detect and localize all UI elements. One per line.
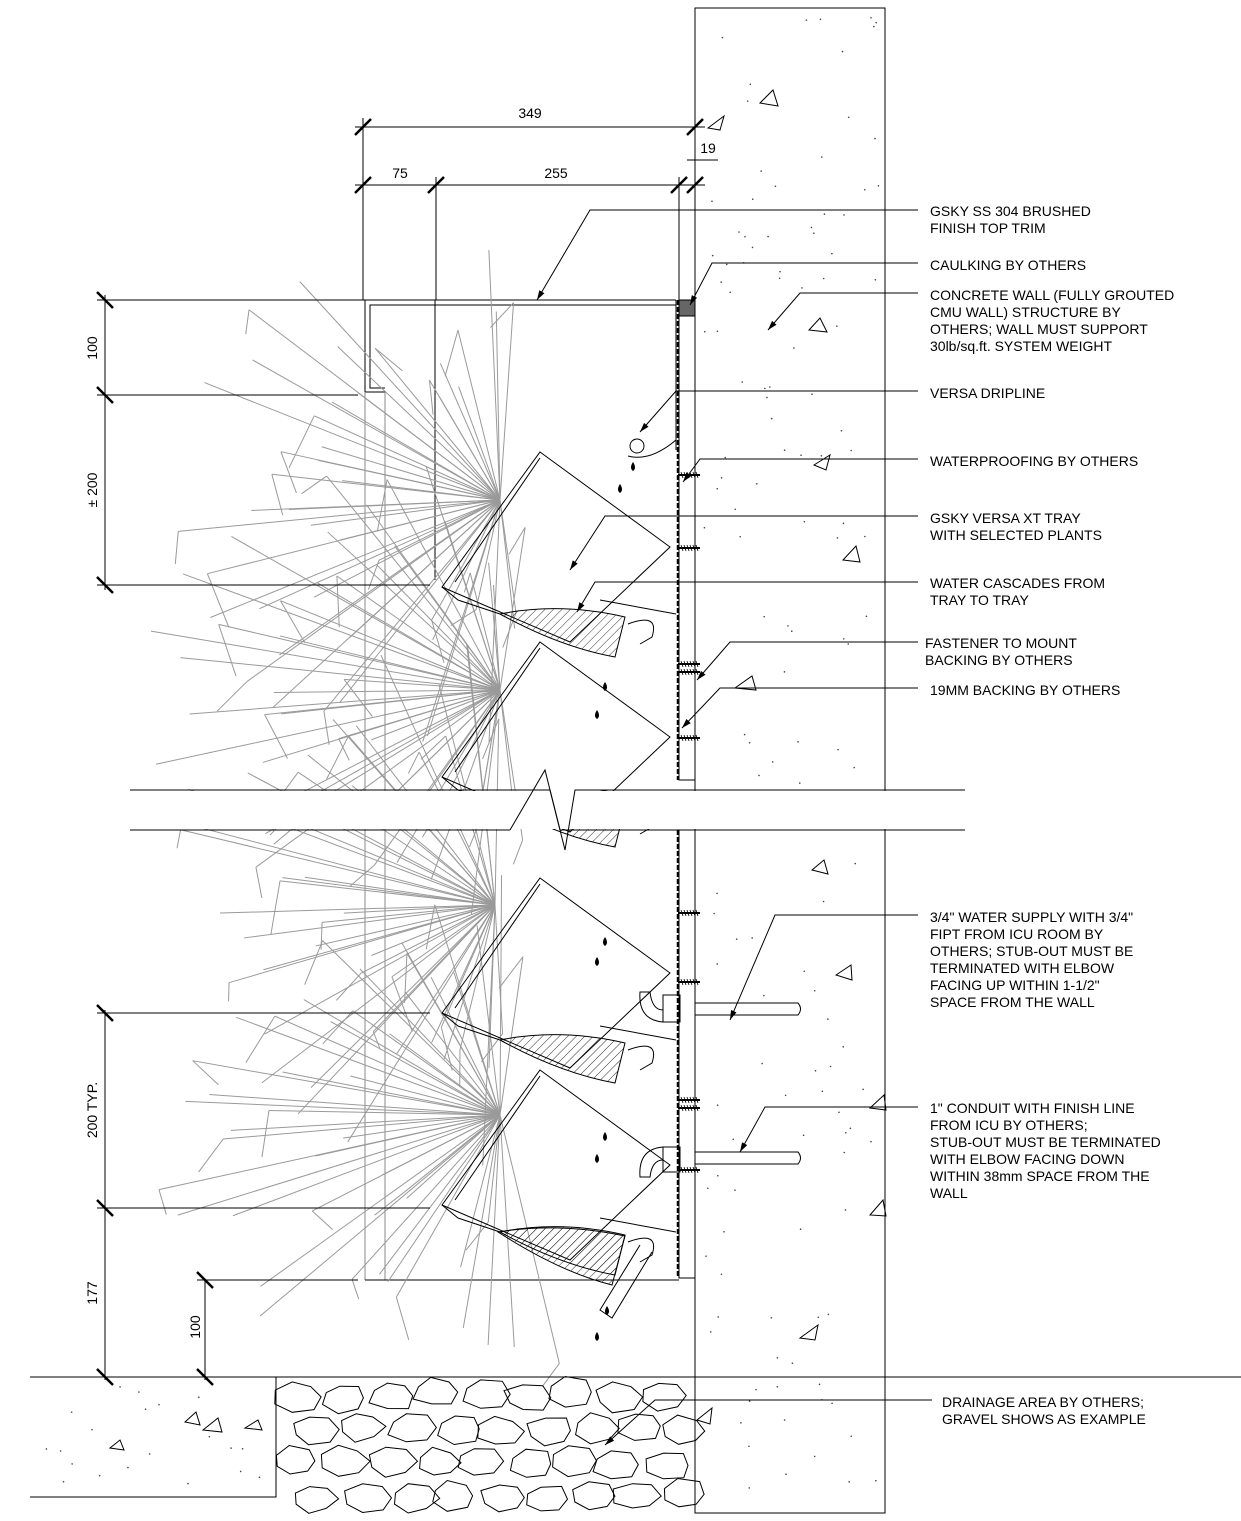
ground-slab: [30, 1376, 1241, 1498]
dim-lower-clearance: 100: [187, 1315, 203, 1339]
screw-icon: [678, 544, 700, 552]
tray: [441, 877, 677, 1084]
callout-waterproofing: WATERPROOFING BY OTHERS: [930, 453, 1138, 469]
callout-water-supply: 3/4" WATER SUPPLY WITH 3/4"FIPT FROM ICU…: [930, 909, 1133, 1010]
dimension-ticks: [96, 118, 704, 1386]
dim-typical-spacing: 200 TYP.: [84, 1082, 100, 1138]
concrete-aggregate-triangles: [695, 89, 887, 1425]
top-trim: [364, 299, 677, 450]
tray: [441, 451, 677, 658]
dim-bottom-clearance: 177: [84, 1281, 100, 1305]
dim-first-tray-spacing: ± 200: [84, 472, 100, 507]
callout-drainage: DRAINAGE AREA BY OTHERS;GRAVEL SHOWS AS …: [942, 1394, 1146, 1427]
callout-backing: 19MM BACKING BY OTHERS: [930, 682, 1120, 698]
dimension-lines: [97, 118, 718, 1380]
break-line: [125, 768, 970, 851]
screw-icon: [678, 1104, 700, 1112]
concrete-wall: [694, 7, 887, 1514]
drainage-gravel: [274, 1375, 706, 1514]
screw-icon: [678, 1096, 700, 1104]
screw-icon: [678, 1166, 700, 1174]
callout-caulking: CAULKING BY OTHERS: [930, 257, 1086, 273]
conduit-pipe: [639, 1146, 801, 1178]
callout-leaders: [536, 209, 932, 1446]
dim-backing-thickness: 19: [700, 140, 716, 156]
concrete-aggregate-dots: [703, 16, 880, 1489]
callout-dripline: VERSA DRIPLINE: [930, 385, 1045, 401]
screw-icon: [678, 909, 700, 917]
dripline-icon: [627, 438, 677, 458]
screw-icon: [678, 734, 700, 742]
backing-board: [676, 299, 696, 1279]
water-drops: [595, 462, 635, 1341]
dim-trim-offset: 75: [392, 165, 408, 181]
slab-dots: [45, 1386, 261, 1485]
selected-plants: [150, 250, 560, 1386]
fasteners: [678, 471, 700, 1174]
dim-overall-depth: 349: [518, 105, 542, 121]
screw-icon: [678, 660, 700, 668]
water-supply-pipe: [639, 991, 801, 1023]
screw-icon: [678, 978, 700, 986]
dim-tray-depth: 255: [544, 165, 568, 181]
screw-icon: [678, 668, 700, 676]
dim-top-trim-height: 100: [84, 336, 100, 360]
